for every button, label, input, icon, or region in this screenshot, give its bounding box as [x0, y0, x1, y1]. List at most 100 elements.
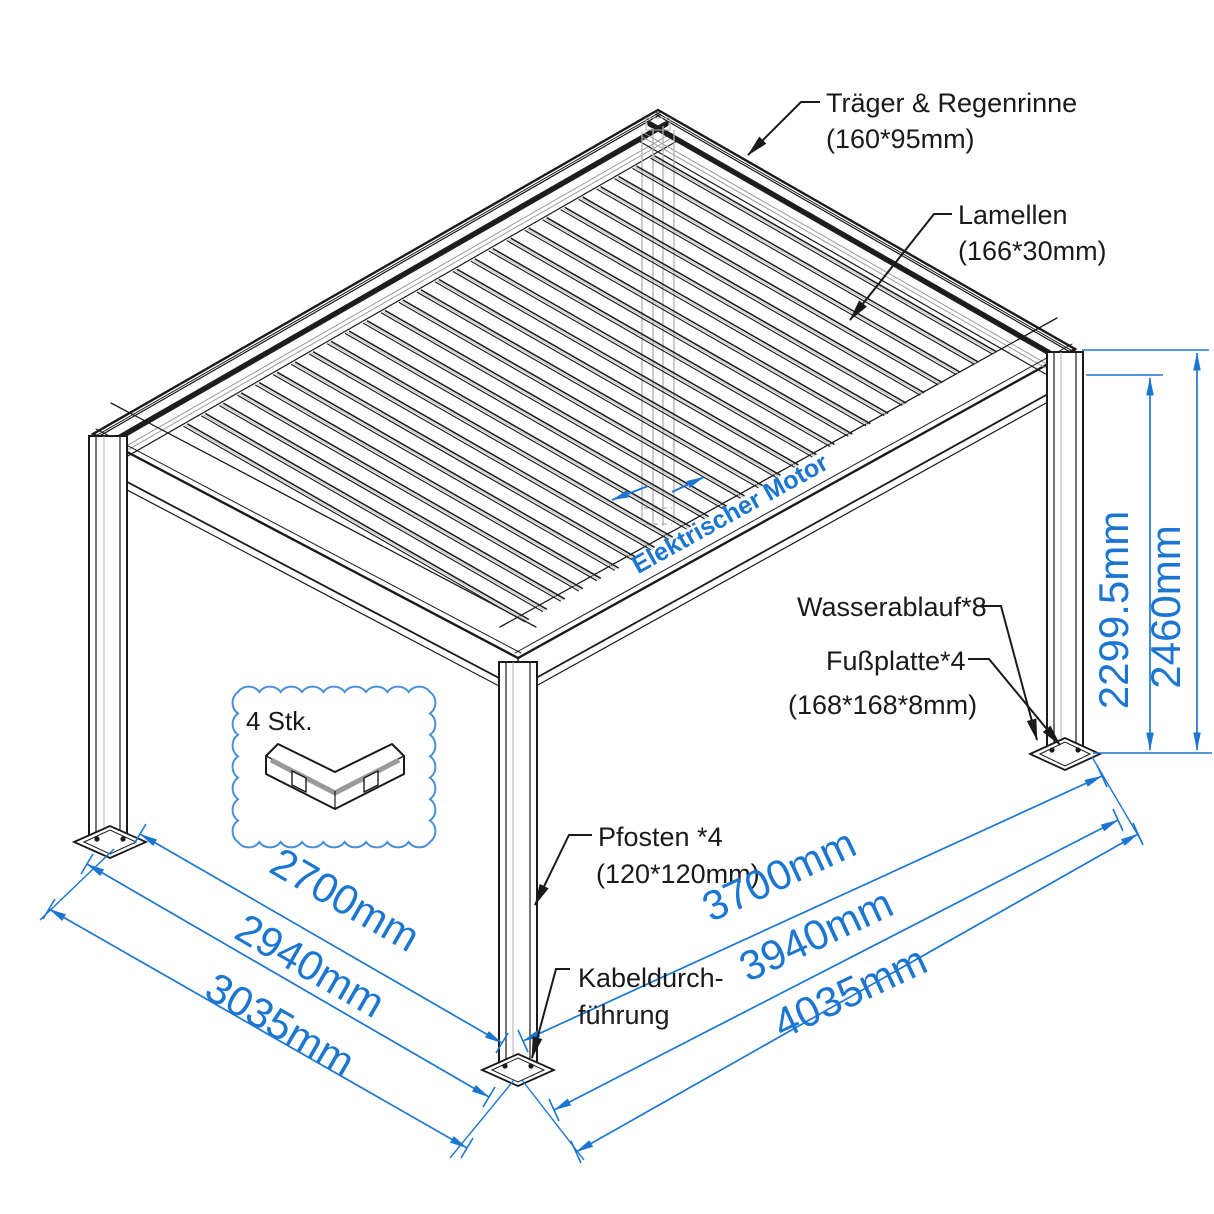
detail-cloud [231, 685, 437, 849]
louver-line [650, 157, 993, 355]
louver-line [472, 259, 815, 457]
louver-line [542, 219, 885, 417]
louver-line [490, 249, 833, 446]
lamellen-label-line2: (166*30mm) [958, 236, 1107, 266]
louver-line [294, 361, 638, 559]
pfosten-label-line1: Pfosten *4 [598, 822, 723, 852]
louver-line [416, 291, 759, 489]
louver-line [256, 383, 600, 580]
left-post [88, 435, 128, 843]
louver-line [636, 165, 979, 363]
leader-fussplatte [968, 658, 1061, 746]
louver-line [344, 332, 687, 530]
right-post [1046, 351, 1084, 753]
louver-line [310, 352, 653, 550]
louver-line [312, 350, 656, 549]
louver-line [508, 238, 851, 436]
louver-line [614, 178, 957, 376]
dimension-ticks-left [42, 823, 509, 1159]
beam-front-right [499, 317, 1076, 697]
louver-line [632, 167, 975, 365]
motor-direction-arrow-left [611, 485, 649, 501]
louver-line [238, 393, 582, 591]
louver-line [578, 198, 921, 396]
louver-line [183, 425, 526, 623]
louver-line [418, 290, 761, 488]
fussplatte-label-line2: (168*168*8mm) [788, 690, 977, 720]
louver-line [524, 229, 867, 427]
louver-line [452, 270, 795, 468]
louver-line [204, 412, 548, 610]
louver-line [290, 363, 634, 561]
louver-line [600, 186, 943, 384]
louver-line [564, 206, 907, 404]
corner-connector-drawing [265, 743, 405, 810]
louver-line [438, 278, 781, 476]
foot-plates [71, 737, 1103, 1087]
corner-qty-label: 4 Stk. [246, 706, 312, 736]
louver-line [488, 250, 831, 448]
louver-line [185, 424, 528, 622]
traeger-label-line1: Träger & Regenrinne [826, 88, 1077, 118]
louver-line [598, 187, 941, 385]
louver-line [510, 237, 853, 435]
louver-line [616, 177, 959, 374]
louver-line [398, 301, 741, 499]
louver-line [308, 353, 652, 551]
louver-line [436, 280, 779, 477]
louver-line [454, 269, 797, 467]
louver-slats [183, 155, 997, 623]
louver-line [276, 371, 620, 569]
kabel-label-line2: führung [578, 1000, 670, 1030]
foot-plate-right [1027, 737, 1103, 771]
louver-line [364, 321, 707, 519]
louver-line [652, 156, 995, 354]
beam-top-left [94, 112, 677, 467]
dimension-label-2299: 2299.5mm [1090, 511, 1137, 709]
louver-line [420, 289, 763, 487]
louver-line [526, 228, 869, 426]
louver-line [582, 196, 925, 394]
louver-line [456, 268, 799, 466]
louver-line [186, 423, 530, 621]
louver-line [492, 247, 835, 446]
louver-line [272, 374, 616, 571]
louver-line [580, 197, 923, 395]
louver-line [528, 227, 871, 425]
louver-line [618, 175, 961, 373]
dimension-line-3035 [48, 908, 468, 1149]
leader-pfosten [534, 834, 592, 906]
foot-plate-front [479, 1053, 557, 1087]
dimension-label-2460: 2460mm [1142, 525, 1189, 688]
dimension-line-2940 [86, 863, 490, 1098]
cloud-border [231, 685, 437, 849]
louver-line [274, 372, 618, 570]
louver-line [366, 320, 709, 518]
louver-line [380, 312, 723, 510]
louver-line [218, 404, 562, 602]
louver-line [254, 384, 598, 582]
louver-line [222, 402, 566, 600]
leader-traeger [747, 101, 820, 156]
louver-line [596, 188, 939, 386]
leader-wasserablauf [982, 605, 1038, 741]
louver-line [562, 208, 905, 405]
louver-line [400, 300, 743, 498]
louver-line [203, 414, 546, 611]
louver-line [546, 216, 889, 415]
front-post [498, 661, 538, 1069]
lamellen-label-line1: Lamellen [958, 200, 1068, 230]
louver-line [654, 155, 997, 353]
louver-line [474, 258, 817, 456]
louver-line [348, 330, 692, 528]
dimension-line-4035 [575, 833, 1139, 1153]
louver-line [434, 281, 777, 479]
kabel-label-line1: Kabeldurch- [578, 963, 724, 993]
dimension-lines [39, 349, 1212, 1164]
dimension-ticks-right [517, 764, 1144, 1164]
louver-line [382, 311, 725, 508]
louver-line [470, 260, 813, 458]
louver-line [201, 415, 544, 613]
louver-line [560, 209, 903, 406]
